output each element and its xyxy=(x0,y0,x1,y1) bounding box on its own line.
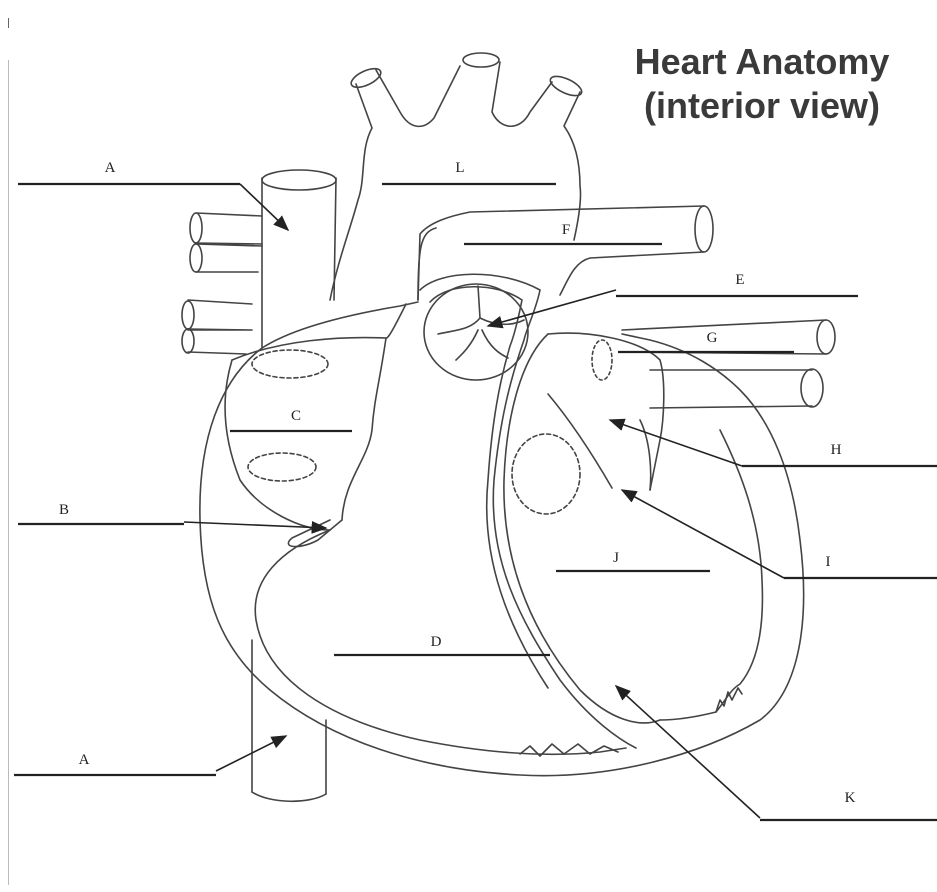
arch-branch-3 xyxy=(548,72,585,99)
right-atrium-dashed-1 xyxy=(252,350,328,378)
aortic-valve xyxy=(424,284,528,380)
left-atrium-wall xyxy=(548,333,664,490)
heart-outer-wall xyxy=(200,334,804,776)
mitral-dashed xyxy=(512,434,580,514)
label-E: E xyxy=(730,272,750,289)
label-I: I xyxy=(818,554,838,571)
right-atrium-dashed-2 xyxy=(248,453,316,481)
arch-branch-2 xyxy=(463,53,499,67)
arrow-A-top xyxy=(240,184,288,230)
label-J: J xyxy=(606,550,626,567)
title-line-1: Heart Anatomy xyxy=(597,42,927,82)
arch-branch-1 xyxy=(349,65,384,91)
left-ventricle-apex xyxy=(660,430,762,720)
septum xyxy=(420,274,636,748)
label-A-bottom: A xyxy=(74,752,94,769)
trabeculae-left xyxy=(716,688,742,712)
arrow-H xyxy=(610,420,742,466)
label-L: L xyxy=(450,160,470,177)
arrow-B xyxy=(184,522,326,528)
mitral-leaflet xyxy=(548,394,651,490)
left-pulmonary-veins xyxy=(622,320,826,408)
left-atrium-dashed xyxy=(592,340,612,380)
label-B: B xyxy=(54,502,74,519)
label-H: H xyxy=(826,442,846,459)
arrow-A-bottom xyxy=(216,736,286,771)
label-A-top: A xyxy=(100,160,120,177)
pulmonary-artery-end xyxy=(695,206,713,252)
septum-outer xyxy=(386,304,406,338)
right-pulmonary-vessels xyxy=(188,213,262,354)
title-line-2: (interior view) xyxy=(597,86,927,126)
label-F: F xyxy=(556,222,576,239)
arrow-E xyxy=(488,290,616,326)
septum-inner xyxy=(430,287,548,688)
right-atrium-wall xyxy=(225,338,386,530)
inferior-vena-cava xyxy=(252,640,326,794)
svc-top xyxy=(262,170,336,190)
label-K: K xyxy=(840,790,860,807)
left-ventricle-wall xyxy=(504,334,660,723)
label-G: G xyxy=(702,330,722,347)
arrow-K xyxy=(616,686,760,818)
label-D: D xyxy=(426,634,446,651)
label-C: C xyxy=(286,408,306,425)
arrow-I xyxy=(622,490,784,578)
aortic-arch xyxy=(330,62,581,300)
